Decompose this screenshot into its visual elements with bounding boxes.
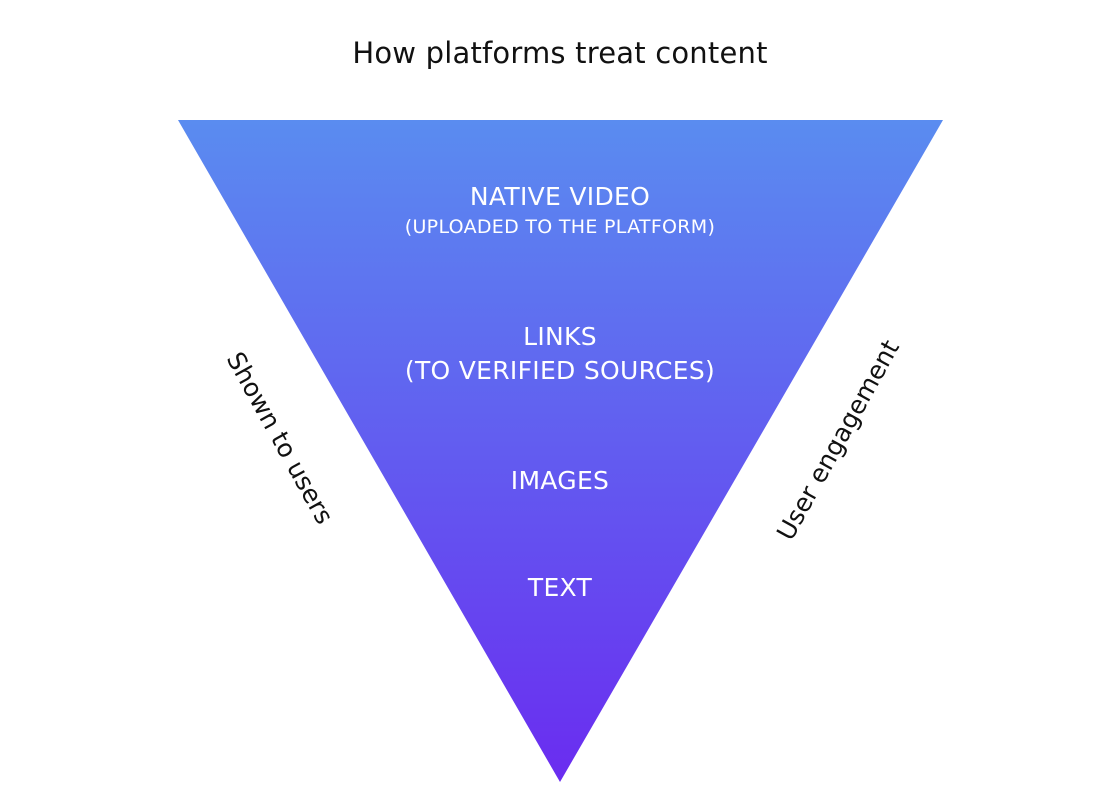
tier-text: TEXT <box>260 571 860 605</box>
tier-native-video: NATIVE VIDEO (UPLOADED TO THE PLATFORM) <box>260 180 860 240</box>
tier-sublabel: (UPLOADED TO THE PLATFORM) <box>404 216 716 238</box>
tier-label: LINKS <box>523 322 597 351</box>
tier-sublabel: (TO VERIFIED SOURCES) <box>404 356 716 385</box>
diagram-title: How platforms treat content <box>352 36 768 70</box>
tier-images: IMAGES <box>260 464 860 498</box>
funnel-shape <box>178 120 943 782</box>
tier-label: NATIVE VIDEO <box>469 182 651 211</box>
tier-links: LINKS (TO VERIFIED SOURCES) <box>260 320 860 388</box>
tier-label: TEXT <box>527 573 593 602</box>
tier-label: IMAGES <box>510 466 610 495</box>
